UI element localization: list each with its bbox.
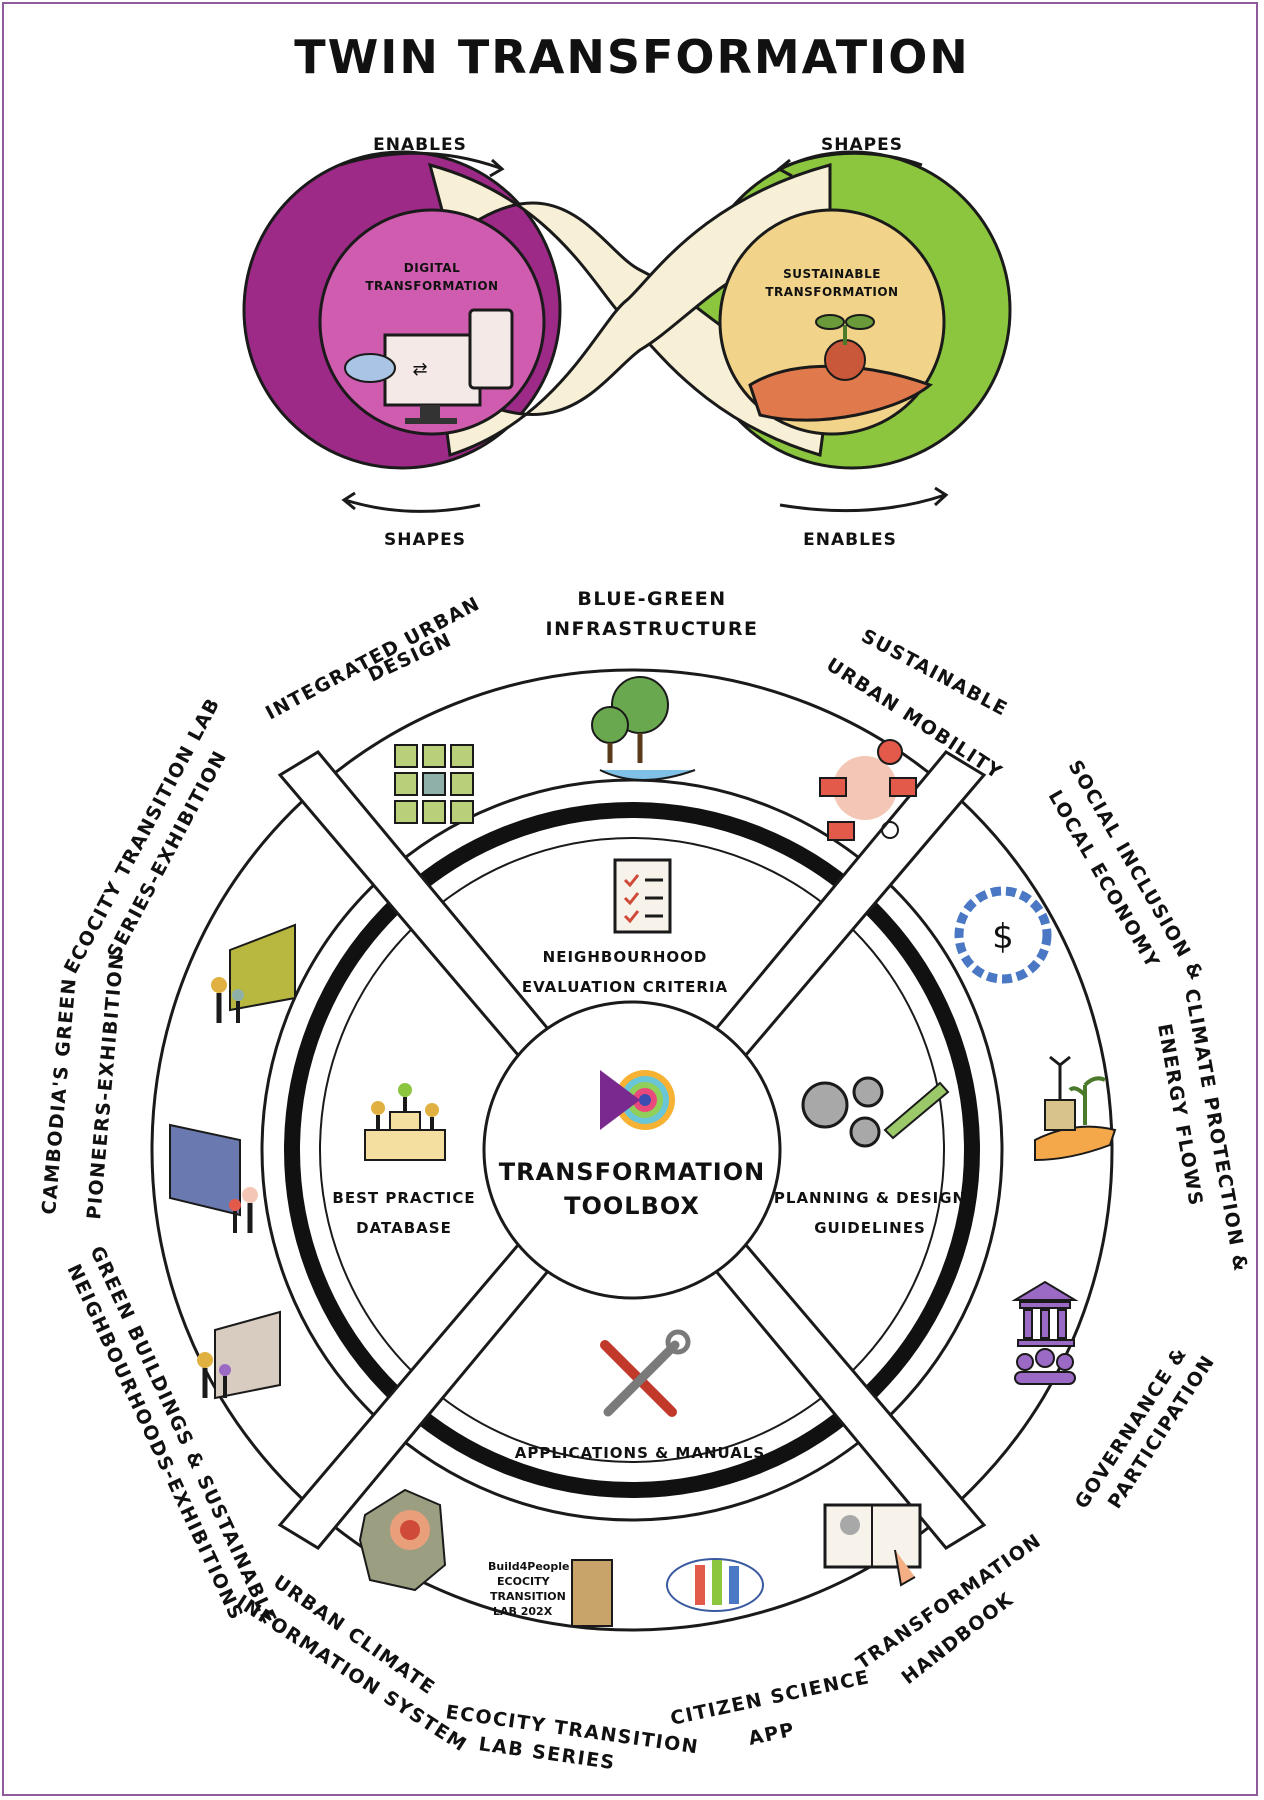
page-title: TWIN TRANSFORMATION: [294, 30, 970, 84]
citizen-science-label-1: CITIZEN SCIENCE: [668, 1666, 871, 1730]
trees-water-icon: [591, 676, 696, 781]
cambodia-label-2: PIONEERS-EXHIBITION: [83, 952, 128, 1221]
svg-text:⇄: ⇄: [412, 359, 427, 380]
exhibition-board-icon-1: [211, 923, 296, 1023]
digital-label-2: TRANSFORMATION: [365, 279, 498, 293]
logo-line-1: ECOCITY: [497, 1575, 551, 1588]
ecocity-exhibition-label-1: ECOCITY TRANSITION LAB: [60, 694, 225, 977]
hand-plant-icon: [748, 314, 933, 422]
inner-wheel-ring-2: [319, 837, 945, 1463]
cambodia-label-1: CAMBODIA'S GREEN: [38, 976, 81, 1215]
dollar-icon: $: [992, 917, 1014, 957]
enables-label-top: ENABLES: [373, 135, 467, 155]
governance-icon: [1011, 1280, 1079, 1385]
blue-green-label-2: INFRASTRUCTURE: [546, 618, 759, 640]
gears-pencil-icon: [801, 1076, 950, 1148]
infinity-band-2: [438, 163, 832, 457]
blue-green-label-1: BLUE-GREEN: [577, 588, 726, 610]
applications-label: APPLICATIONS & MANUALS: [515, 1444, 765, 1462]
thick-black-ring: [284, 802, 980, 1498]
podium-people-icon: [364, 1083, 446, 1161]
arrowhead: [341, 491, 356, 511]
exhibition-board-icon-3: [197, 1310, 281, 1400]
arrowhead: [776, 158, 793, 178]
best-practice-label-2: DATABASE: [356, 1219, 452, 1237]
digital-label-1: DIGITAL: [404, 261, 460, 275]
ecocity-lab-logo: Build4People ECOCITY TRANSITION LAB 202X: [488, 1559, 613, 1627]
arrowhead: [489, 158, 505, 178]
sustainable-label-1: SUSTAINABLE: [783, 267, 881, 281]
urban-climate-label-2: INFORMATION SYSTEM: [232, 1591, 471, 1757]
handbook-icon: [823, 1503, 922, 1587]
planning-label-1: PLANNING & DESIGN: [774, 1189, 966, 1207]
shapes-label-bottom: SHAPES: [384, 530, 466, 550]
mobility-icon: [819, 739, 917, 841]
best-practice-label-1: BEST PRACTICE: [332, 1189, 475, 1207]
center-circle: [482, 1000, 782, 1300]
neighbourhood-label-1: NEIGHBOURHOOD: [543, 948, 708, 966]
infinity-loop: DIGITAL TRANSFORMATION SUSTAINABLE TRANS…: [242, 135, 1012, 550]
logo-line-2: TRANSITION: [490, 1590, 566, 1603]
social-chain-icon: $: [954, 886, 1052, 984]
arrow-top-left: [339, 151, 501, 170]
grid-squares-icon: [394, 744, 474, 824]
center-title-2: TOOLBOX: [564, 1192, 700, 1220]
shapes-label-top: SHAPES: [821, 135, 903, 155]
arrow-bottom-right: [779, 493, 946, 513]
citizen-science-icon: [666, 1558, 764, 1612]
citizen-science-label-2: APP: [746, 1719, 797, 1750]
exhibition-board-icon-2: [169, 1123, 258, 1233]
toolbox-wheel: TRANSFORMATION TOOLBOX NEIGHBOURHOOD EVA…: [38, 588, 1252, 1774]
toolbox-logo-icon: [600, 1070, 675, 1130]
computer-icon: ⇄: [344, 308, 514, 424]
planning-label-2: GUIDELINES: [814, 1219, 926, 1237]
city-map-icon: [358, 1488, 447, 1592]
checklist-icon: [613, 858, 672, 934]
arrow-top-right: [779, 151, 923, 170]
tools-icon: [600, 1329, 691, 1417]
enables-label-bottom: ENABLES: [803, 530, 897, 550]
arrow-bottom-left: [344, 498, 481, 513]
logo-brand: Build4People: [488, 1560, 569, 1573]
arrowhead: [933, 486, 949, 507]
neighbourhood-label-2: EVALUATION CRITERIA: [522, 978, 728, 996]
logo-line-3: LAB 202X: [493, 1605, 553, 1618]
climate-energy-icon: [1034, 1055, 1117, 1162]
center-title-1: TRANSFORMATION: [499, 1158, 765, 1186]
sustainable-label-2: TRANSFORMATION: [765, 285, 898, 299]
